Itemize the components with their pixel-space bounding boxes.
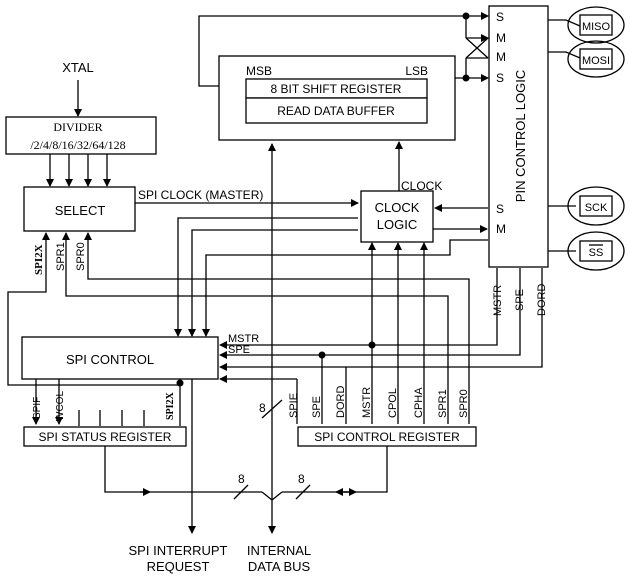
miso-connector <box>548 19 581 27</box>
mosi-pin-box <box>579 48 613 70</box>
status-register-label: SPI STATUS REGISTER <box>39 430 172 444</box>
mstr-in-label: MSTR <box>228 333 259 345</box>
bit-cpol-label: CPOL <box>387 388 399 418</box>
shift-register-label: 8 BIT SHIFT REGISTER <box>271 82 402 96</box>
divider-outputs <box>46 154 111 187</box>
port-m3: M <box>496 222 506 236</box>
port-m1: M <box>496 31 506 45</box>
dord-pin-line <box>219 268 543 371</box>
spr1-feed-line <box>62 232 449 424</box>
clock-logic-block <box>360 190 434 243</box>
mosi-pin-oval <box>567 40 625 78</box>
miso-label: MISO <box>582 21 611 33</box>
read-buffer-label: READ DATA BUFFER <box>277 104 395 118</box>
pin-to-control-line <box>202 239 488 337</box>
clock-to-control-line-1 <box>174 217 358 337</box>
status-to-bus-line <box>104 446 262 493</box>
select-label: SELECT <box>55 203 106 218</box>
bit-spie-label: SPIE <box>288 393 300 418</box>
bus-slash-1 <box>261 399 283 419</box>
mstr-pin-label: MSTR <box>492 285 504 316</box>
bit-cpha-label: CPHA <box>413 387 425 418</box>
clock-label: CLOCK <box>401 179 442 193</box>
bus-merge <box>261 491 283 501</box>
port-s2: S <box>496 71 504 85</box>
divider-ratios: /2/4/8/16/32/64/128 <box>30 138 125 152</box>
bus-slash-2 <box>233 484 249 500</box>
divider-title: DIVIDER <box>53 120 102 134</box>
shift-loop-top-line <box>198 12 489 87</box>
spi-clock-master-label: SPI CLOCK (MASTER) <box>138 188 263 202</box>
control-register-bit-labels: SPIE SPE DORD MSTR CPOL CPHA SPR1 SPR0 <box>288 386 470 418</box>
interrupt-label-1: SPI INTERRUPT <box>129 543 228 558</box>
lsb-label: LSB <box>405 64 428 78</box>
select-block <box>23 186 136 232</box>
spi2x-left-label: SPI2X <box>33 244 45 275</box>
pin-control-label: PIN CONTROL LOGIC <box>513 70 528 202</box>
spe-in-label: SPE <box>228 344 250 356</box>
dord-pin-label: DORD <box>536 284 548 316</box>
bit-spr1-label: SPR1 <box>437 389 449 418</box>
sck-pin-box <box>579 195 613 217</box>
clock-logic-label-1: CLOCK <box>375 200 420 215</box>
pin-control-block <box>488 5 549 268</box>
spr0-left-label: SPR0 <box>75 242 87 271</box>
ss-pin-oval <box>567 231 625 271</box>
clock-to-control-line-2 <box>188 229 358 337</box>
control-to-bus-line <box>282 446 388 493</box>
spi-control-label: SPI CONTROL <box>66 352 154 367</box>
spr0-feed-line <box>84 232 470 424</box>
read-buffer-cell <box>245 97 428 124</box>
miso-pin-box <box>579 14 613 36</box>
bus-label-1: INTERNAL <box>247 543 311 558</box>
xtal-label: XTAL <box>62 60 94 75</box>
ss-label: SS <box>589 247 604 259</box>
sck-label: SCK <box>585 202 608 214</box>
ss-pin-box <box>579 240 613 262</box>
spi2x-status-label: SPI2X <box>165 391 176 420</box>
mosi-connector <box>548 51 581 59</box>
mosi-label: MOSI <box>582 55 610 67</box>
cross-line-b <box>465 37 489 59</box>
miso-pin-oval <box>567 6 625 44</box>
bit-dord-label: DORD <box>335 386 347 418</box>
bit-spr0-label: SPR0 <box>458 389 470 418</box>
bus-width-3: 8 <box>298 472 305 486</box>
msb-label: MSB <box>246 64 272 78</box>
wcol-label: WCOL <box>55 391 66 421</box>
bus-width-2: 8 <box>238 472 245 486</box>
divider-block <box>5 116 157 155</box>
bit-spe-label: SPE <box>311 396 323 418</box>
spr1-left-label: SPR1 <box>55 242 67 271</box>
bus-slash-3 <box>295 484 311 500</box>
port-s1: S <box>496 10 504 24</box>
spif-label: SPIF <box>32 397 43 419</box>
control-register-label: SPI CONTROL REGISTER <box>314 430 460 444</box>
port-m2: M <box>496 50 506 64</box>
mstr-pin-line <box>219 268 498 349</box>
port-s3: S <box>496 202 504 216</box>
junction-mstr <box>368 341 376 349</box>
sck-pin-oval <box>567 186 625 226</box>
spe-pin-label: SPE <box>514 289 526 311</box>
bus-width-1: 8 <box>259 401 266 415</box>
status-unused-bits <box>78 410 145 426</box>
spi-control-block <box>21 336 219 380</box>
interrupt-label-2: REQUEST <box>147 559 210 574</box>
junction-spi2x <box>176 379 184 387</box>
spi2x-feed-line <box>7 232 180 386</box>
bit-mstr-label: MSTR <box>361 387 373 418</box>
spe-pin-line <box>219 268 521 359</box>
clock-logic-label-2: LOGIC <box>377 217 417 232</box>
bus-label-2: DATA BUS <box>248 559 311 574</box>
